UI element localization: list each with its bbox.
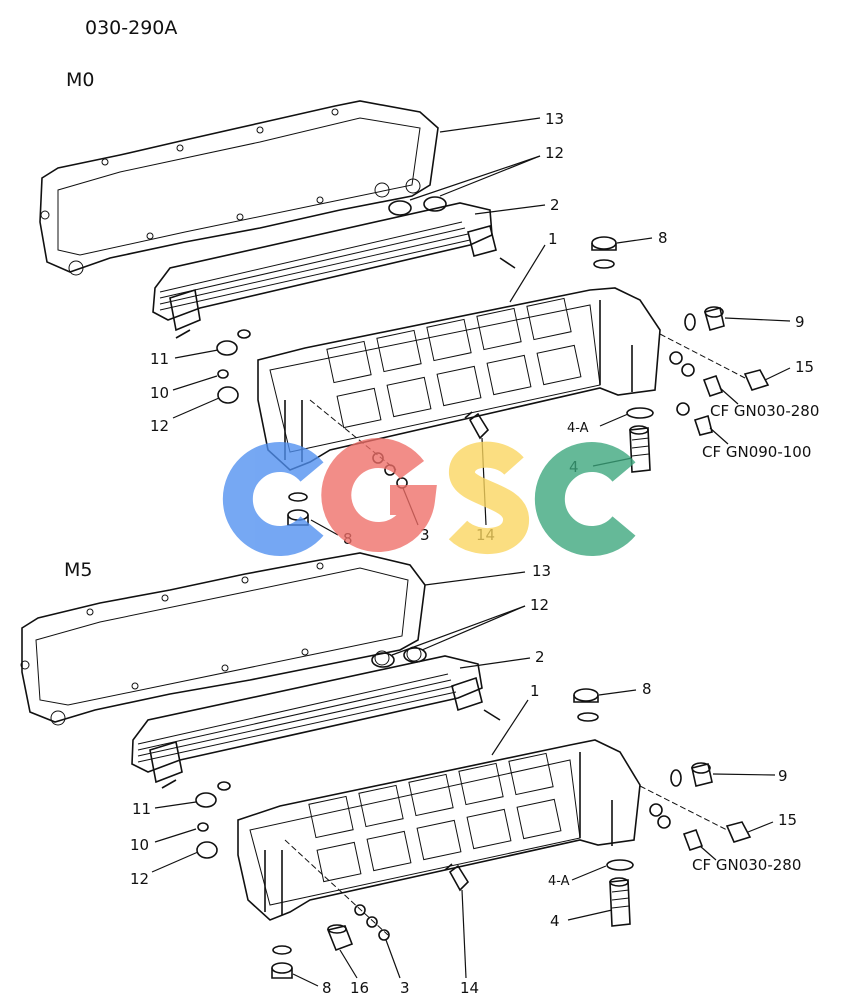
section-m5: M5 <box>20 552 801 997</box>
seal-ring <box>423 196 447 212</box>
o-ring <box>272 945 292 955</box>
section-title: M0 <box>66 69 94 91</box>
callout-cf-gn090-100: CF GN090-100 <box>702 443 811 461</box>
watermark-letter-c2 <box>534 442 636 556</box>
callout-10: 10 <box>150 384 169 402</box>
section-m0: M0 <box>39 69 819 548</box>
callout-13: 13 <box>532 562 551 580</box>
bolt <box>682 828 704 852</box>
callout-1: 1 <box>530 682 540 700</box>
callout-12: 12 <box>150 417 169 435</box>
callout-4a: 4-A <box>567 421 589 436</box>
callout-4a: 4-A <box>548 874 570 889</box>
sensor-part-14 <box>464 411 490 440</box>
plug-part-8 <box>271 962 293 979</box>
union-bolt-part-4 <box>609 877 631 927</box>
callout-9: 9 <box>778 767 788 785</box>
callout-9: 9 <box>795 313 805 331</box>
watermark-letter-c <box>222 442 324 556</box>
o-ring <box>684 313 696 331</box>
cooler-housing-part-1 <box>237 739 641 921</box>
callout-13: 13 <box>545 110 564 128</box>
o-ring <box>237 329 251 339</box>
callout-11: 11 <box>132 800 151 818</box>
callout-cf-gn030-280: CF GN030-280 <box>692 856 801 874</box>
leader-lines <box>151 571 776 987</box>
callout-1: 1 <box>548 230 558 248</box>
seal-part-12 <box>196 841 218 859</box>
callout-cf-gn030-280: CF GN030-280 <box>710 402 819 420</box>
callout-15: 15 <box>795 358 814 376</box>
washer <box>354 904 366 916</box>
o-ring-part-4a <box>626 407 654 419</box>
plug-part-9 <box>691 762 713 787</box>
cooler-element-part-2 <box>131 655 501 789</box>
watermark-letter-g <box>321 438 437 553</box>
o-ring <box>593 259 615 269</box>
watermark-letter-s <box>448 441 529 555</box>
bolt-part-15 <box>639 785 752 843</box>
plug-part-8 <box>573 688 599 703</box>
o-ring <box>217 781 231 791</box>
callout-10: 10 <box>130 836 149 854</box>
o-ring-part-10 <box>197 822 209 832</box>
washer <box>378 929 390 941</box>
callout-12: 12 <box>545 144 564 162</box>
plug-part-9 <box>704 306 725 331</box>
callout-15: 15 <box>778 811 797 829</box>
o-ring-part-10 <box>217 369 229 379</box>
seal-part-12 <box>217 386 239 404</box>
washer <box>669 351 683 365</box>
callout-16: 16 <box>350 979 369 997</box>
callout-2: 2 <box>535 648 545 666</box>
washer <box>657 815 671 829</box>
callout-3: 3 <box>420 526 430 544</box>
o-ring-part-4a <box>606 859 634 871</box>
washer <box>676 402 690 416</box>
plug-part-8 <box>591 236 617 251</box>
callout-12: 12 <box>130 870 149 888</box>
callout-3: 3 <box>400 979 410 997</box>
callout-8: 8 <box>658 229 668 247</box>
callout-11: 11 <box>150 350 169 368</box>
callout-2: 2 <box>550 196 560 214</box>
adapter-part-16 <box>326 924 354 952</box>
callout-8: 8 <box>322 979 332 997</box>
bolt <box>702 374 724 398</box>
section-title: M5 <box>64 559 92 581</box>
callout-4: 4 <box>550 912 560 930</box>
washer <box>649 803 663 817</box>
o-ring-part-11 <box>216 340 238 356</box>
washer <box>366 916 378 928</box>
o-ring-part-11 <box>195 792 217 808</box>
bolt <box>693 414 713 436</box>
diagram-code: 030-290A <box>85 17 177 39</box>
callout-14: 14 <box>460 979 479 997</box>
gasket-part-13 <box>39 100 439 276</box>
o-ring <box>288 492 308 502</box>
o-ring <box>577 712 599 722</box>
union-bolt-part-4 <box>629 425 651 473</box>
seal-ring <box>371 652 395 668</box>
callout-12: 12 <box>530 596 549 614</box>
sensor-part-14 <box>444 863 470 892</box>
cooler-element-part-2 <box>152 202 516 339</box>
seal-ring <box>388 200 412 216</box>
cgsc-watermark-logo <box>222 438 636 556</box>
washer <box>681 363 695 377</box>
bolt-part-15 <box>659 333 770 391</box>
callout-8: 8 <box>642 680 652 698</box>
o-ring <box>670 769 682 787</box>
gasket-part-13 <box>20 552 426 726</box>
